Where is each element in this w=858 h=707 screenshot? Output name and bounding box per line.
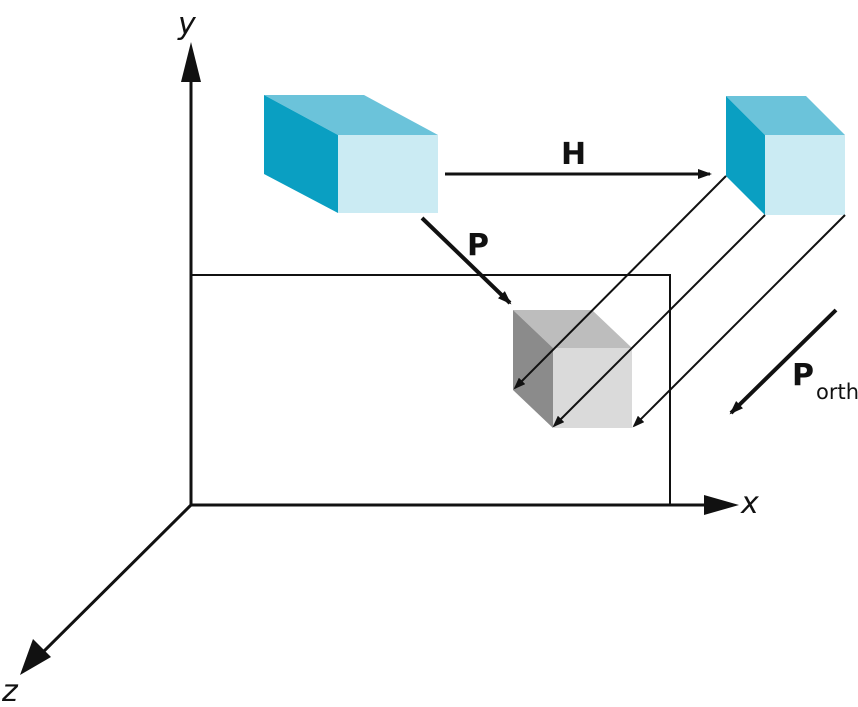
- right-blue-cube-top: [726, 96, 845, 135]
- z-axis: [27, 503, 193, 668]
- left-blue-cube: [264, 95, 438, 213]
- orth-projection-line-top-left: [513, 175, 727, 390]
- right-blue-cube-side: [726, 96, 765, 215]
- right-blue-cube-front: [765, 135, 845, 215]
- x-axis-arrowhead: [704, 495, 739, 515]
- y-axis-arrowhead: [181, 42, 201, 82]
- p-transform-arrow: [420, 216, 512, 305]
- left-blue-cube-front: [338, 135, 438, 213]
- z-axis-label: z: [1, 674, 19, 707]
- p-orth-label-main: P: [792, 358, 814, 393]
- p-orth-arrow: [729, 308, 838, 415]
- projected-gray-cube: [513, 310, 632, 428]
- p-transform-label: P: [467, 228, 489, 263]
- h-transform-label: H: [561, 137, 586, 172]
- orthographic-projection-lines: [513, 175, 846, 428]
- x-axis-label: x: [740, 486, 759, 521]
- z-axis-arrowhead: [20, 639, 51, 675]
- right-blue-cube: [726, 96, 845, 215]
- left-blue-cube-top: [264, 95, 438, 135]
- y-axis-label: y: [177, 7, 197, 42]
- left-blue-cube-side: [264, 95, 338, 213]
- orth-projection-line-middle: [552, 214, 766, 428]
- p-orth-label-subscript: orth: [816, 380, 858, 404]
- orth-projection-line-bottom-right: [632, 214, 846, 428]
